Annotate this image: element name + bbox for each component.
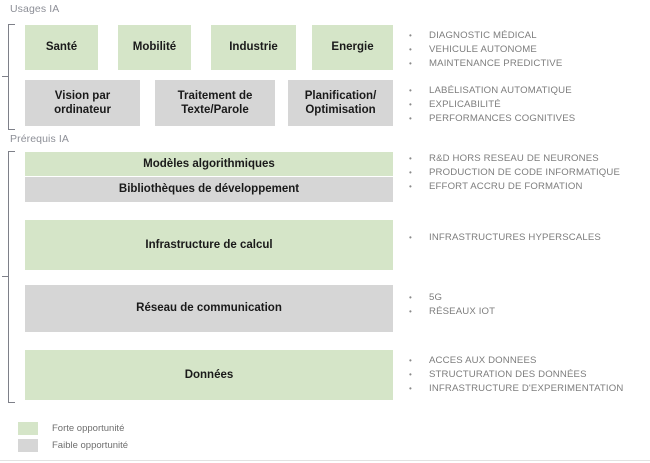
usage-box-energie[interactable]: Energie bbox=[312, 25, 393, 70]
bracket-usages bbox=[8, 24, 15, 130]
bottom-divider bbox=[0, 460, 650, 461]
bullet-item: VEHICULE AUTONOME bbox=[405, 43, 650, 57]
legend-swatch-forte-opportunite bbox=[18, 422, 38, 435]
prerequis-bar-infrastructure-calcul[interactable]: Infrastructure de calcul bbox=[25, 220, 393, 270]
prerequis-bar-donnees[interactable]: Données bbox=[25, 350, 393, 400]
bullet-list-usages-row2: LABÉLISATION AUTOMATIQUEEXPLICABILITÉPER… bbox=[405, 83, 650, 127]
usage-box-sante[interactable]: Santé bbox=[25, 25, 98, 70]
bracket-tick-prerequis bbox=[2, 276, 8, 277]
bullet-item: MAINTENANCE PREDICTIVE bbox=[405, 57, 650, 71]
bullet-item: ACCES AUX DONNEES bbox=[405, 353, 650, 368]
bullet-list-usages-row1: DIAGNOSTIC MÉDICALVEHICULE AUTONOMEMAINT… bbox=[405, 28, 650, 72]
legend-row-forte: Forte opportunité bbox=[18, 420, 128, 437]
bullet-item: EXPLICABILITÉ bbox=[405, 98, 650, 112]
bullet-list-modeles: R&D HORS RESEAU DE NEURONESPRODUCTION DE… bbox=[405, 151, 650, 195]
bullet-item: STRUCTURATION DES DONNÉES bbox=[405, 368, 650, 382]
usage-box-traitement-texte-parole[interactable]: Traitement de Texte/Parole bbox=[155, 80, 275, 126]
bullet-item: DIAGNOSTIC MÉDICAL bbox=[405, 28, 650, 43]
bullet-item: LABÉLISATION AUTOMATIQUE bbox=[405, 83, 650, 98]
bullet-item: PERFORMANCES COGNITIVES bbox=[405, 112, 650, 126]
legend-label-forte-opportunite: Forte opportunité bbox=[52, 423, 125, 434]
bracket-prerequis bbox=[8, 151, 15, 403]
usage-box-industrie[interactable]: Industrie bbox=[211, 25, 296, 70]
bullet-list-reseau: 5GRÉSEAUX IOT bbox=[405, 290, 650, 319]
section-caption-usages: Usages IA bbox=[10, 3, 60, 15]
usage-box-vision-ordinateur[interactable]: Vision par ordinateur bbox=[25, 80, 140, 126]
bullet-item: INFRASTRUCTURE D'EXPERIMENTATION bbox=[405, 382, 650, 396]
bullet-item: RÉSEAUX IOT bbox=[405, 305, 650, 319]
legend: Forte opportunité Faible opportunité bbox=[18, 420, 128, 454]
bullet-item: INFRASTRUCTURES HYPERSCALES bbox=[405, 230, 650, 245]
bullet-item: PRODUCTION DE CODE INFORMATIQUE bbox=[405, 166, 650, 180]
prerequis-bar-bibliotheques-developpement[interactable]: Bibliothèques de développement bbox=[25, 177, 393, 202]
bracket-tick-usages bbox=[2, 76, 8, 77]
bullet-list-donnees: ACCES AUX DONNEESSTRUCTURATION DES DONNÉ… bbox=[405, 353, 650, 397]
bullet-item: EFFORT ACCRU DE FORMATION bbox=[405, 180, 650, 194]
prerequis-bar-reseau-communication[interactable]: Réseau de communication bbox=[25, 285, 393, 332]
bullet-item: R&D HORS RESEAU DE NEURONES bbox=[405, 151, 650, 166]
bullet-item: 5G bbox=[405, 290, 650, 305]
usage-box-planification-optimisation[interactable]: Planification/ Optimisation bbox=[288, 80, 393, 126]
prerequis-bar-modeles-algorithmiques[interactable]: Modèles algorithmiques bbox=[25, 152, 393, 176]
bullet-list-infrastructure: INFRASTRUCTURES HYPERSCALES bbox=[405, 230, 650, 245]
section-caption-prerequis: Prérequis IA bbox=[10, 133, 69, 145]
usage-box-mobilite[interactable]: Mobilité bbox=[118, 25, 191, 70]
legend-label-faible-opportunite: Faible opportunité bbox=[52, 440, 129, 451]
legend-row-faible: Faible opportunité bbox=[18, 437, 128, 454]
legend-swatch-faible-opportunite bbox=[18, 439, 38, 452]
